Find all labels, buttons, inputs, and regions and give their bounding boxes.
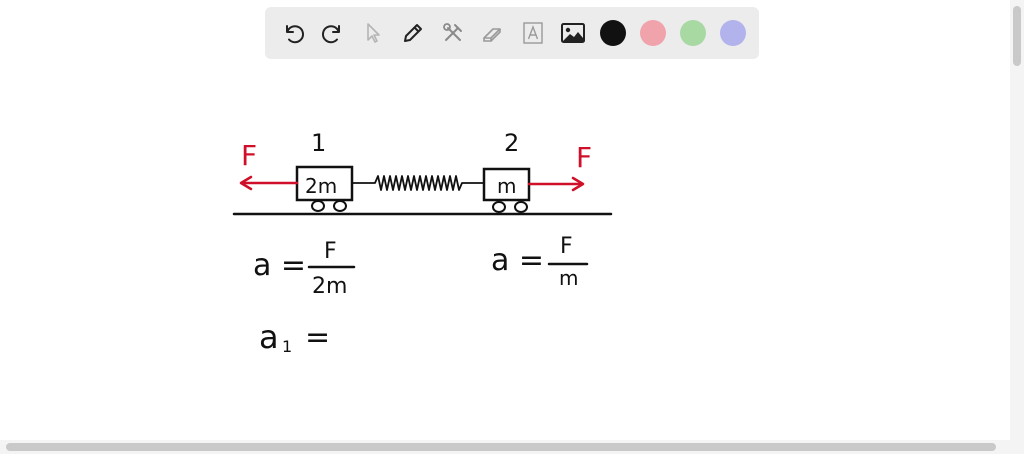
- color-swatch-pink[interactable]: [640, 20, 666, 46]
- tools-button[interactable]: [433, 13, 473, 53]
- block-2-wheel-right: [514, 201, 528, 213]
- force-arrow-left: [239, 175, 299, 191]
- equation-1-lhs: a =: [253, 248, 306, 283]
- pencil-button[interactable]: [393, 13, 433, 53]
- vertical-scrollbar[interactable]: [1010, 0, 1024, 440]
- eraser-button[interactable]: [473, 13, 513, 53]
- horizontal-scrollbar-thumb[interactable]: [6, 443, 996, 451]
- eraser-icon: [483, 28, 501, 42]
- block-1-wheel-left: [311, 200, 325, 212]
- drawing-toolbar: [265, 7, 759, 59]
- block-1-label: 1: [311, 129, 326, 157]
- equation-2-numerator: F: [560, 234, 573, 259]
- color-swatch-black[interactable]: [600, 20, 626, 46]
- equation-2-denominator: m: [559, 266, 578, 290]
- force-arrow-right: [527, 176, 585, 192]
- equation-1-numerator: F: [324, 239, 337, 264]
- equation-3-equals: =: [305, 320, 330, 355]
- block-2-wheel-left: [492, 201, 506, 213]
- redo-button[interactable]: [313, 13, 353, 53]
- spring: [352, 175, 484, 191]
- block-1-wheel-right: [333, 200, 347, 212]
- text-box-icon: [523, 22, 543, 44]
- horizontal-scrollbar[interactable]: [0, 440, 1010, 454]
- equation-2-lhs: a =: [491, 243, 544, 278]
- equation-3-lhs: a: [259, 318, 279, 356]
- whiteboard-canvas[interactable]: 1 2 F F 2m m a = F 2m a = F m a 1 =: [0, 0, 1010, 440]
- tools-icon: [443, 23, 462, 41]
- select-pointer-icon: [367, 23, 380, 43]
- force-right-label: F: [576, 141, 592, 174]
- select-button[interactable]: [353, 13, 393, 53]
- vertical-scrollbar-thumb[interactable]: [1013, 6, 1021, 66]
- block-2-label: 2: [504, 129, 519, 157]
- undo-icon: [286, 25, 304, 44]
- force-left-label: F: [241, 139, 257, 172]
- pencil-icon: [404, 24, 422, 42]
- block-1-mass: 2m: [305, 174, 337, 198]
- equation-3-subscript: 1: [282, 337, 292, 356]
- image-icon: [561, 23, 585, 43]
- equation-1-denominator: 2m: [312, 274, 347, 299]
- redo-icon: [322, 25, 340, 44]
- block-2-mass: m: [497, 174, 516, 198]
- undo-button[interactable]: [273, 13, 313, 53]
- image-button[interactable]: [553, 13, 593, 53]
- text-box-button[interactable]: [513, 13, 553, 53]
- scrollbar-corner: [1010, 440, 1024, 454]
- color-swatch-green[interactable]: [680, 20, 706, 46]
- color-swatch-purple[interactable]: [720, 20, 746, 46]
